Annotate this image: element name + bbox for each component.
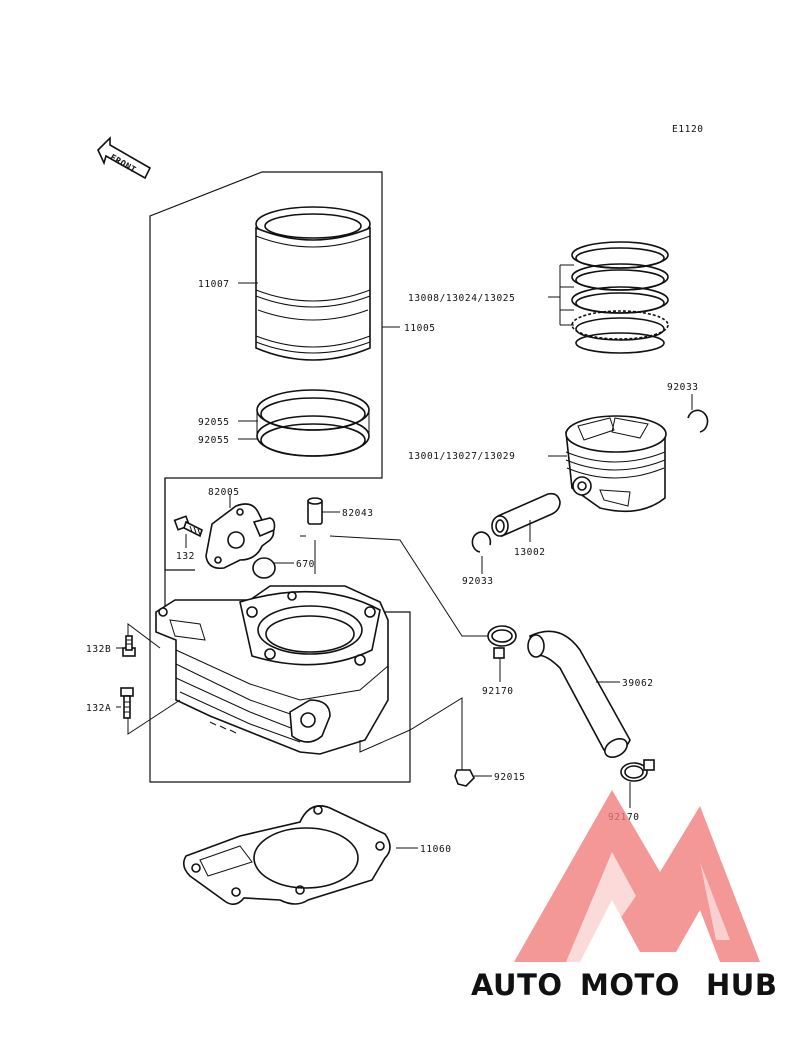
bolt-132B (116, 635, 136, 657)
label-13001: 13001/13027/13029 (408, 451, 515, 462)
label-13002: 13002 (514, 547, 546, 558)
label-11005: 11005 (404, 323, 436, 334)
label-92015: 92015 (494, 772, 526, 783)
label-82043: 82043 (342, 508, 374, 519)
base-gasket (182, 805, 418, 906)
front-arrow-icon: FRONT (97, 136, 152, 180)
hose-clamp-top (487, 625, 517, 682)
cylinder-liner (255, 206, 371, 361)
diagram-code: E1120 (672, 124, 704, 135)
bolt-132A (116, 687, 134, 719)
label-92033-bottom: 92033 (462, 576, 494, 587)
o-rings (256, 389, 370, 457)
coolant-hose (527, 630, 631, 758)
piston-pin (491, 492, 561, 542)
drain-bolt (454, 769, 492, 787)
label-39062: 39062 (622, 678, 654, 689)
logo-word-hub: HUB (706, 968, 777, 1002)
label-132B: 132B (86, 644, 111, 655)
label-132: 132 (176, 551, 195, 562)
circlip-bottom (471, 531, 492, 574)
piston (565, 415, 667, 513)
piston-rings (559, 241, 669, 354)
label-11007: 11007 (198, 279, 230, 290)
automotohub-logo (514, 790, 760, 962)
label-13008: 13008/13024/13025 (408, 293, 515, 304)
label-92055-a: 92055 (198, 417, 230, 428)
bolt-132 (173, 515, 203, 548)
label-132A: 132A (86, 703, 111, 714)
label-92170-top: 92170 (482, 686, 514, 697)
o-ring-670 (252, 557, 294, 579)
label-82005: 82005 (208, 487, 240, 498)
label-92055-b: 92055 (198, 435, 230, 446)
logo-word-auto: AUTO (471, 968, 563, 1002)
automotohub-wordmark: AUTO MOTO HUB (471, 968, 777, 1002)
water-fitting (205, 494, 276, 570)
circlip-top (687, 394, 709, 433)
label-11060: 11060 (420, 844, 452, 855)
label-670: 670 (296, 559, 315, 570)
hose-clamp-bottom (620, 759, 655, 808)
cylinder-block (155, 585, 389, 755)
dowel-pin (307, 497, 340, 574)
label-92033-top: 92033 (667, 382, 699, 393)
logo-word-moto: MOTO (580, 968, 680, 1002)
